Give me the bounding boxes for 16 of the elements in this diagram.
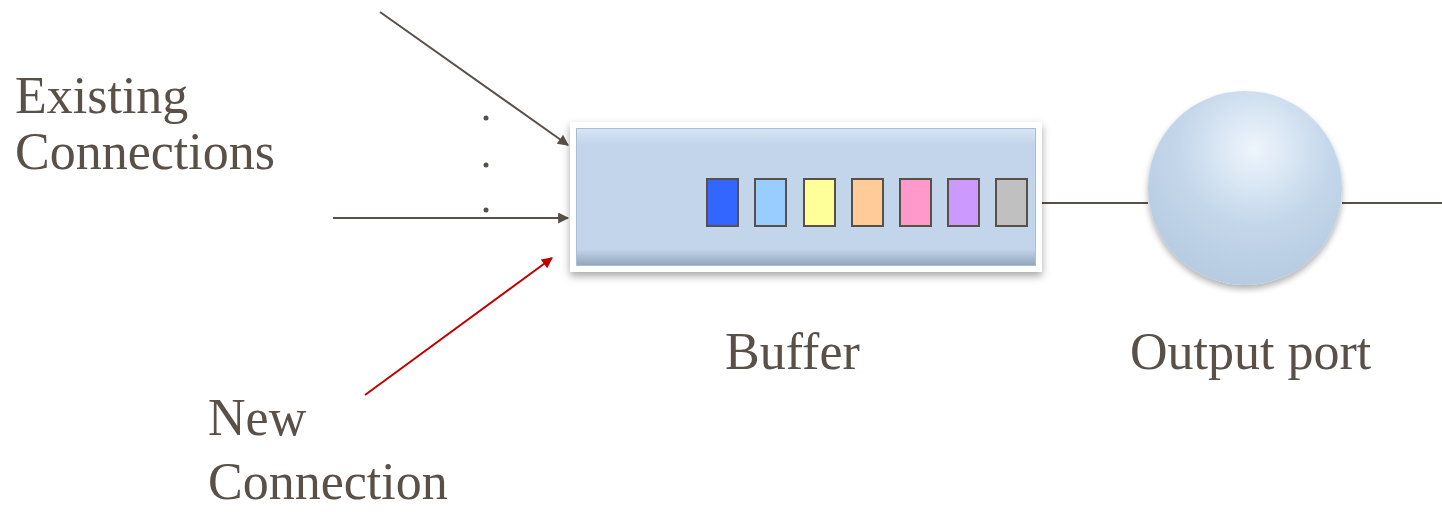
connection-label: New Connection [208, 388, 449, 512]
arrow [332, 212, 570, 224]
arrow [379, 11, 569, 146]
connector-line [1341, 202, 1442, 204]
arrow [364, 257, 553, 396]
packet-box [947, 178, 980, 227]
packet-box [851, 178, 884, 227]
packet-box [995, 178, 1028, 227]
node-label: Buffer [725, 324, 860, 380]
node-label: Output port [1130, 324, 1372, 380]
connector-line [1041, 202, 1149, 204]
packet-box [754, 178, 787, 227]
packet-box [706, 178, 739, 227]
connections-label: Existing Connections [15, 68, 276, 180]
packet-box [899, 178, 932, 227]
packet-box [803, 178, 836, 227]
